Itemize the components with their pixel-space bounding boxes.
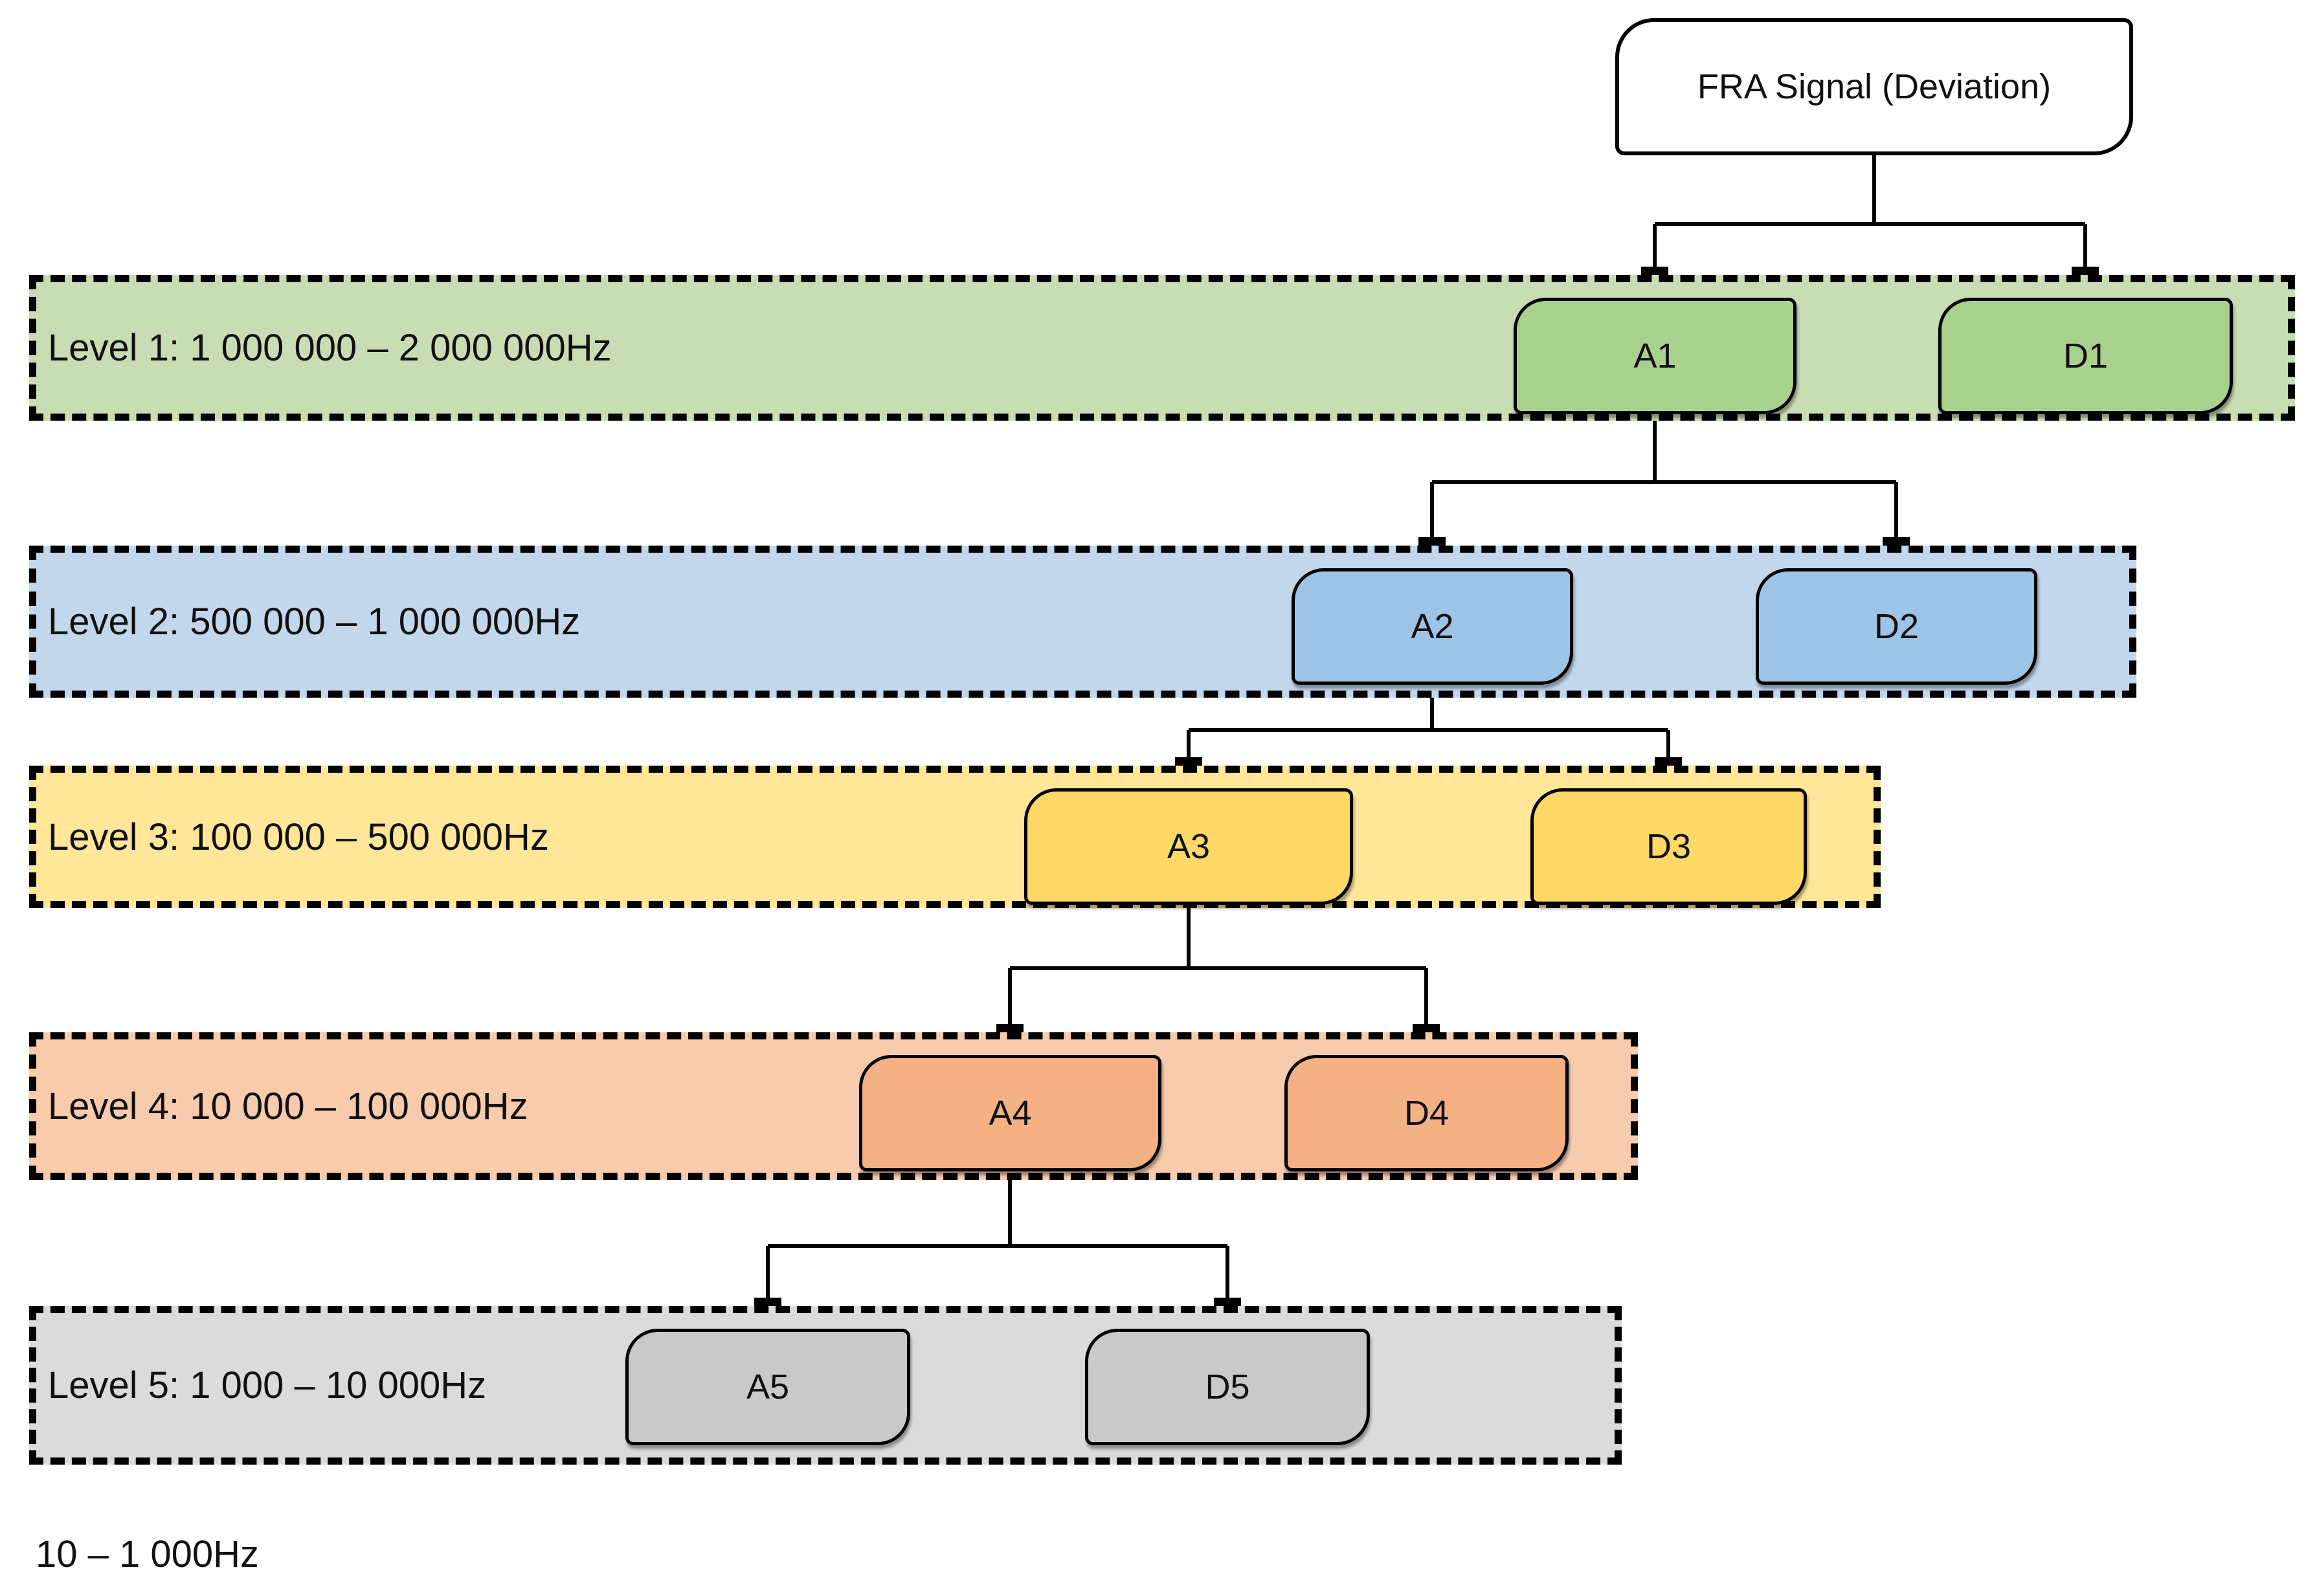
fra-signal-label: FRA Signal (Deviation) (1697, 67, 2052, 106)
residual-band-note: 10 – 1 000Hz (36, 1533, 260, 1575)
connector-root-to-level1 (1655, 155, 2085, 291)
connector-a4-to-level5 (768, 1171, 1227, 1322)
node-a5: A5 (625, 1329, 910, 1445)
node-a2-label: A2 (1411, 607, 1454, 646)
node-a5-label: A5 (746, 1368, 790, 1406)
node-d4-label: D4 (1404, 1094, 1450, 1133)
node-d1-label: D1 (2063, 337, 2109, 375)
node-d1: D1 (1938, 298, 2233, 414)
fra-signal-node: FRA Signal (Deviation) (1615, 18, 2133, 155)
node-d4: D4 (1284, 1055, 1569, 1171)
node-a4-label: A4 (989, 1094, 1032, 1133)
node-a4: A4 (859, 1055, 1161, 1171)
level-1-label: Level 1: 1 000 000 – 2 000 000Hz (48, 327, 612, 369)
level-4-label: Level 4: 10 000 – 100 000Hz (48, 1085, 528, 1127)
level-5-label: Level 5: 1 000 – 10 000Hz (48, 1364, 487, 1406)
node-a2: A2 (1292, 568, 1573, 685)
node-a3-label: A3 (1167, 827, 1211, 866)
node-d2-label: D2 (1874, 607, 1920, 646)
node-d2: D2 (1756, 568, 2037, 685)
node-d5-label: D5 (1205, 1368, 1250, 1406)
node-a3: A3 (1024, 788, 1353, 905)
node-a1: A1 (1514, 298, 1797, 414)
connector-a1-to-level2 (1432, 414, 1896, 562)
node-a1-label: A1 (1633, 337, 1677, 375)
node-d3-label: D3 (1646, 827, 1692, 866)
connector-a3-to-level4 (1010, 905, 1426, 1048)
level-2-label: Level 2: 500 000 – 1 000 000Hz (48, 601, 581, 643)
node-d3: D3 (1530, 788, 1807, 905)
level-1-band: Level 1: 1 000 000 – 2 000 000Hz (29, 275, 2295, 421)
level-3-label: Level 3: 100 000 – 500 000Hz (48, 815, 549, 858)
node-d5: D5 (1085, 1329, 1370, 1445)
